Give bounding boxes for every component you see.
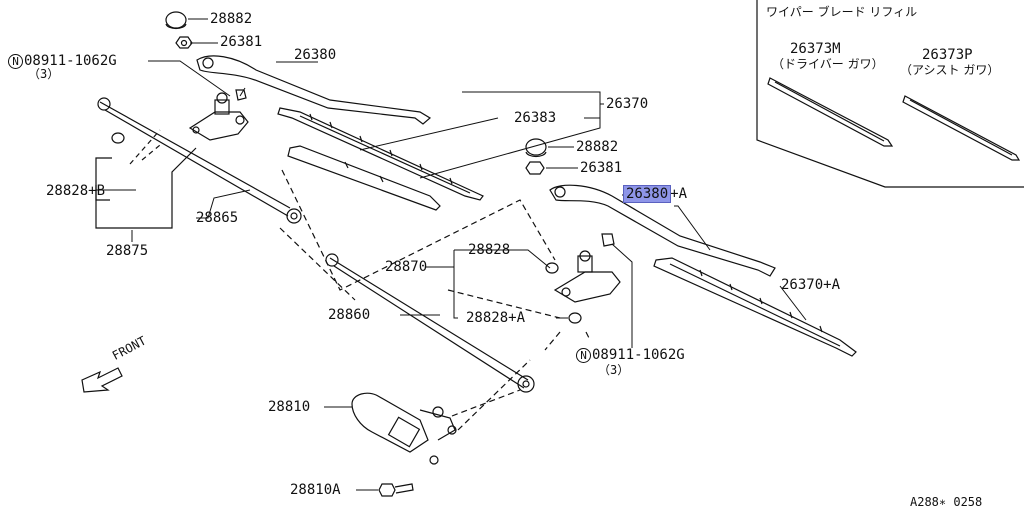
label-28882-right: 28882 <box>576 139 619 155</box>
label-28810A: 28810A <box>290 482 341 498</box>
label-26381-right: 26381 <box>580 160 623 176</box>
washer-left <box>111 132 125 144</box>
label-28870: 28870 <box>385 259 428 275</box>
label-qty-left: （3） <box>28 67 60 81</box>
label-28828A: 28828+A <box>466 310 526 326</box>
label-26383: 26383 <box>514 110 557 126</box>
label-28875: 28875 <box>106 243 149 259</box>
inset-sub-assist: （アシスト ガワ） <box>900 63 1000 77</box>
highlighted-part-number[interactable]: 26380 <box>622 185 672 203</box>
nut-26381-right <box>525 161 545 175</box>
front-arrow-icon <box>81 367 123 393</box>
label-26370A: 26370+A <box>781 277 841 293</box>
label-28865: 28865 <box>196 210 239 226</box>
inset-part-26373M: 26373M <box>790 41 841 57</box>
pivot-assembly-right <box>553 233 621 303</box>
label-28882-left: 28882 <box>210 11 253 27</box>
link-rod-28865 <box>97 97 302 224</box>
dashed-guides <box>279 169 591 431</box>
washer-right-top <box>545 262 559 274</box>
cap-28882-left <box>165 11 187 30</box>
label-28860: 28860 <box>328 307 371 323</box>
inset-sub-driver: （ドライバー ガワ） <box>772 57 884 71</box>
label-28828B: 28828+B <box>46 183 106 199</box>
wiper-blade-right <box>653 257 857 357</box>
inset-part-26373P: 26373P <box>922 47 973 63</box>
cap-28882-right <box>525 138 547 158</box>
label-26370: 26370 <box>606 96 649 112</box>
pivot-assembly-left <box>188 89 249 141</box>
diagram-code: A288∗ 0258 <box>910 495 983 509</box>
label-28810: 28810 <box>268 399 311 415</box>
blade-rubber-26383 <box>287 145 441 211</box>
inset-frame <box>756 0 1024 188</box>
washer-right-bottom <box>568 312 582 324</box>
refill-blade-assist <box>902 95 1021 161</box>
wiper-motor <box>351 392 457 465</box>
label-26380: 26380 <box>294 47 337 63</box>
n-symbol-icon: N <box>8 54 23 69</box>
n-symbol-icon: N <box>576 348 591 363</box>
suffix-a: +A <box>670 186 688 202</box>
wiper-arm-left <box>196 55 432 125</box>
bolt-number-left: 08911-1062G <box>24 53 117 69</box>
label-26380A: 26380+A <box>622 185 688 203</box>
nut-26381-left <box>175 36 193 49</box>
refill-blade-driver <box>767 77 894 147</box>
wiper-blade-left <box>277 107 484 201</box>
bracket-28875 <box>95 129 197 229</box>
inset-title: ワイパー ブレード リフィル <box>766 5 918 19</box>
wiper-arm-right <box>549 184 776 277</box>
label-26381-left: 26381 <box>220 34 263 50</box>
label-qty-right: （3） <box>598 363 630 377</box>
bolt-28810A <box>378 483 414 497</box>
leader-lines <box>96 18 807 491</box>
label-28828: 28828 <box>468 242 511 258</box>
bolt-number-right: 08911-1062G <box>592 347 685 363</box>
